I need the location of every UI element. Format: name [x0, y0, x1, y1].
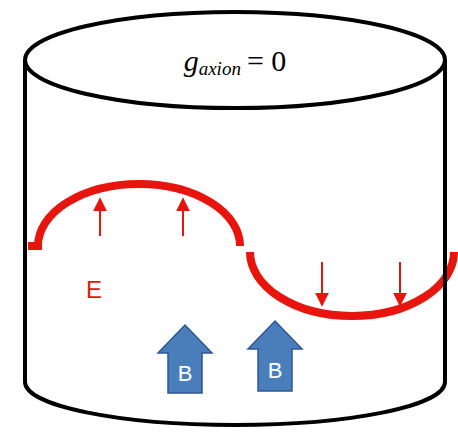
field-label: E	[86, 276, 102, 304]
text-block: B	[178, 361, 193, 387]
field-arrow	[182, 200, 184, 236]
field-arrow	[321, 262, 323, 304]
e-field-wave	[28, 184, 240, 246]
b-field-arrow: B	[157, 323, 213, 395]
block-arrow	[158, 325, 212, 393]
node-text: = 0	[247, 44, 286, 77]
e-field-wave	[250, 252, 454, 316]
subscript-text: axion	[199, 58, 241, 79]
field-arrow	[399, 262, 401, 304]
cavity-cylinder: gaxion = 0 B B	[23, 10, 447, 427]
text-block: gaxion = 0	[184, 44, 287, 80]
node-text: B	[178, 361, 193, 386]
text-block: B	[268, 358, 283, 384]
block-arrow	[248, 321, 302, 391]
cylinder-top	[25, 12, 445, 108]
node-text: B	[268, 358, 283, 383]
node-text: g	[184, 44, 199, 77]
cylinder-body	[25, 60, 445, 425]
field-arrow	[99, 200, 101, 236]
b-field-arrow: B	[247, 319, 303, 393]
